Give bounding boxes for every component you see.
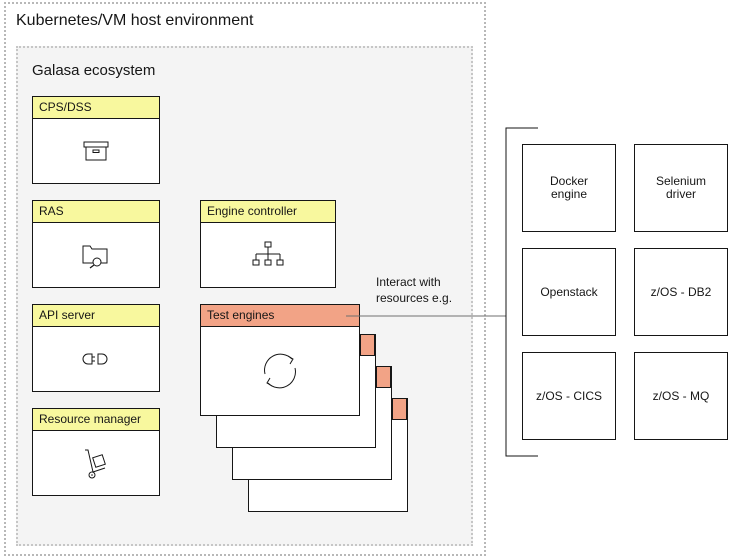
component-cps-dss: CPS/DSS [32,96,160,184]
galasa-ecosystem-title: Galasa ecosystem [32,62,156,79]
resource-zos-mq: z/OS - MQ [634,352,728,440]
resource-docker-engine: Docker engine [522,144,616,232]
component-resource-manager: Resource manager [32,408,160,496]
resource-zos-db2: z/OS - DB2 [634,248,728,336]
component-engine-controller-label: Engine controller [201,201,335,223]
folder-search-icon [82,245,108,269]
archive-box-icon [83,141,109,161]
hand-truck-icon [85,449,106,479]
resource-selenium-driver: Selenium driver [634,144,728,232]
component-cps-dss-label: CPS/DSS [33,97,159,119]
component-test-engines: Test engines [200,304,360,416]
component-resource-manager-label: Resource manager [33,409,159,431]
host-environment-title: Kubernetes/VM host environment [16,12,254,29]
plug-icon [82,353,108,365]
test-engine-tab-3 [376,366,391,388]
cycle-arrows-icon [264,353,296,389]
resource-openstack: Openstack [522,248,616,336]
component-engine-controller: Engine controller [200,200,336,288]
component-test-engines-label: Test engines [201,305,359,327]
host-environment-boundary [4,2,486,556]
test-engine-tab-4 [392,398,407,420]
resources-bracket [505,127,538,457]
component-api-server: API server [32,304,160,392]
component-ras: RAS [32,200,160,288]
component-api-server-label: API server [33,305,159,327]
hierarchy-icon [252,241,284,266]
resource-zos-cics: z/OS - CICS [522,352,616,440]
connector-label: Interact with resources e.g. [376,275,453,305]
component-ras-label: RAS [33,201,159,223]
test-engine-tab-2 [360,334,375,356]
